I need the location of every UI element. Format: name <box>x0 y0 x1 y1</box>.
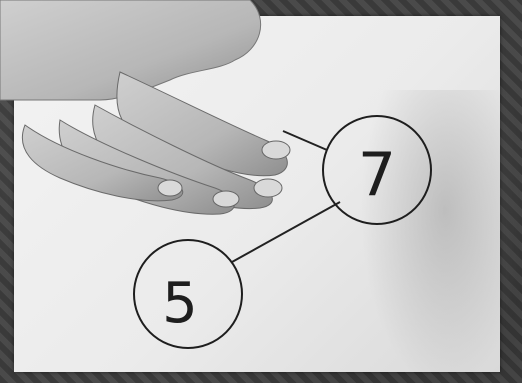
node-7-label: 7 <box>358 140 396 210</box>
node-5-label: 5 <box>162 271 198 336</box>
node-5: 5 <box>134 240 242 348</box>
node-7: 7 <box>323 116 431 224</box>
hand <box>0 0 300 220</box>
